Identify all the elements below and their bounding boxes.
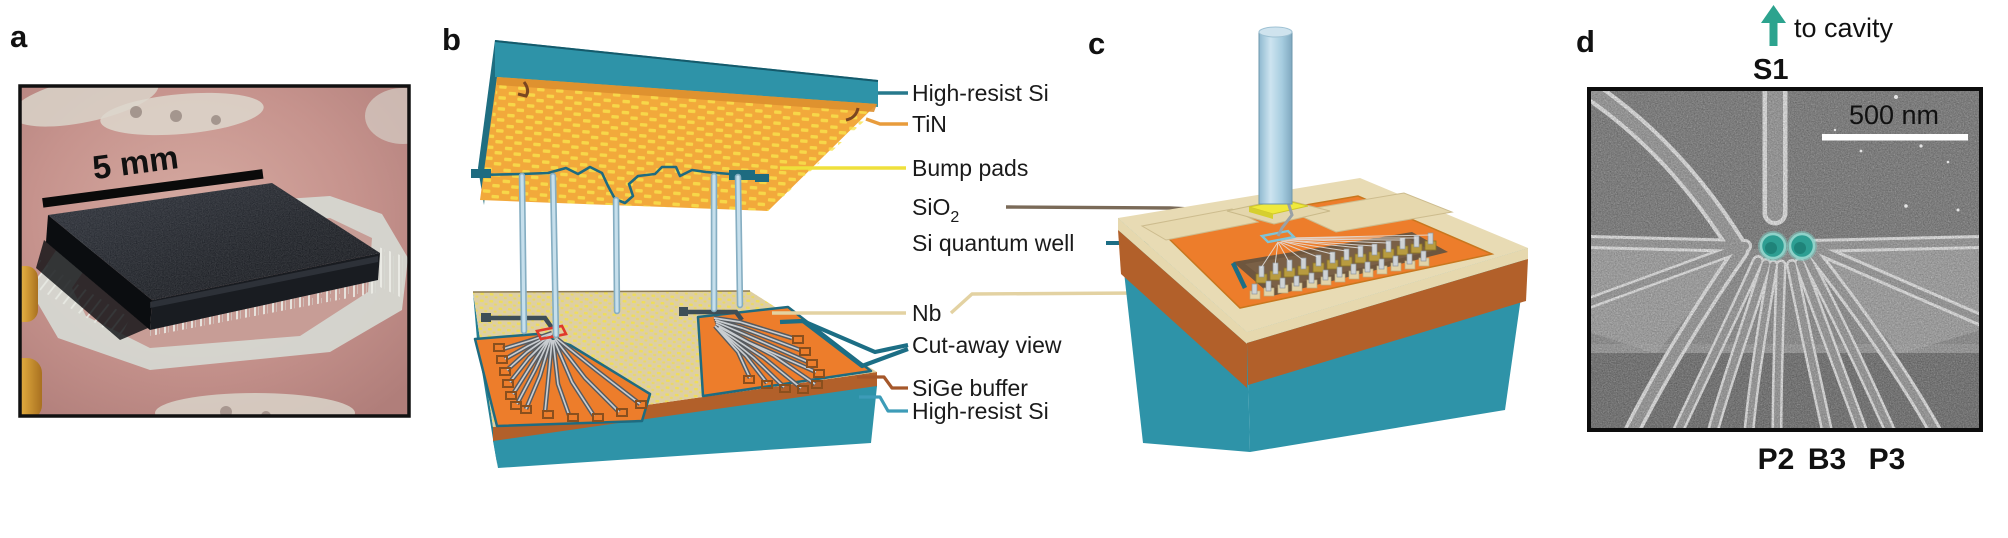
- gate-label-p2: P2: [1758, 443, 1795, 476]
- label-sige-buffer: SiGe buffer: [912, 375, 1028, 401]
- quantum-dots: [1758, 231, 1817, 261]
- panel-a: a: [10, 19, 411, 418]
- top-chip-bump-pads: [480, 85, 874, 211]
- panel-c-letter: c: [1088, 26, 1105, 61]
- resonator-traces: [487, 309, 744, 330]
- bump-pillars: [518, 172, 744, 339]
- gate-label-p3: P3: [1869, 443, 1906, 476]
- device-block: [1118, 26, 1528, 452]
- si-quantum-well-edge: [1230, 262, 1248, 289]
- panel-b-letter: b: [442, 22, 461, 57]
- gate-label-s1: S1: [1753, 54, 1788, 86]
- top-chip-high-resist-si: [495, 40, 878, 107]
- panel-c: c: [1088, 26, 1528, 452]
- photo-chip: [36, 183, 380, 340]
- sem-frame: [1587, 87, 1983, 432]
- sem-image: 500 nm: [1589, 89, 1981, 430]
- label-tin: TiN: [912, 111, 947, 137]
- bump-pillar-cylinder: [1258, 26, 1293, 205]
- fan-pads: [493, 335, 825, 422]
- top-chip: [471, 40, 879, 211]
- layer-labels: High-resist Si TiN Bump pads SiO2 Si qua…: [912, 80, 1074, 424]
- up-arrow-icon: [1769, 20, 1778, 46]
- label-bump-pads: Bump pads: [912, 155, 1028, 181]
- top-chip-feedline: [471, 165, 769, 205]
- bottom-chip-high-resist-si: [493, 386, 877, 468]
- pillar-wire: [1276, 201, 1294, 237]
- label-sio2: SiO2: [912, 194, 959, 226]
- panel-b: b: [442, 22, 879, 468]
- cavity-gate-row-front: [1249, 250, 1430, 300]
- sem-dust: [1833, 95, 1960, 212]
- panel-a-letter: a: [10, 19, 28, 54]
- label-nb: Nb: [912, 300, 941, 326]
- to-cavity-label: to cavity: [1794, 13, 1894, 43]
- panel-d-letter: d: [1576, 24, 1595, 59]
- scale-bar-500nm: 500 nm: [1822, 100, 1968, 141]
- to-cavity-annotation: to cavity: [1761, 5, 1894, 46]
- cavity-gate-row-back: [1255, 232, 1437, 284]
- block-sige-buffer: [1247, 259, 1528, 385]
- scale-bar-500nm-label: 500 nm: [1849, 100, 1939, 130]
- label-high-resist-si-bottom: High-resist Si: [912, 398, 1049, 424]
- label-si-quantum-well: Si quantum well: [912, 230, 1074, 256]
- top-chip-side-si: [478, 40, 497, 205]
- panel-a-photo: 5 mm: [20, 86, 409, 416]
- gate-label-b3: B3: [1808, 443, 1846, 476]
- gate-bottom-labels: P2 B3 P3: [1758, 443, 1906, 476]
- gold-connector: [20, 266, 42, 416]
- pcb-pad-blob-bottom: [155, 393, 355, 416]
- cavity-fan-wires: [1260, 234, 1431, 269]
- label-cut-away-view: Cut-away view: [912, 332, 1062, 358]
- label-high-resist-si-top: High-resist Si: [912, 80, 1049, 106]
- bottom-chip: [472, 290, 877, 468]
- panel-d: d to cavity S1: [1576, 5, 1983, 476]
- photo-frame: [18, 84, 411, 418]
